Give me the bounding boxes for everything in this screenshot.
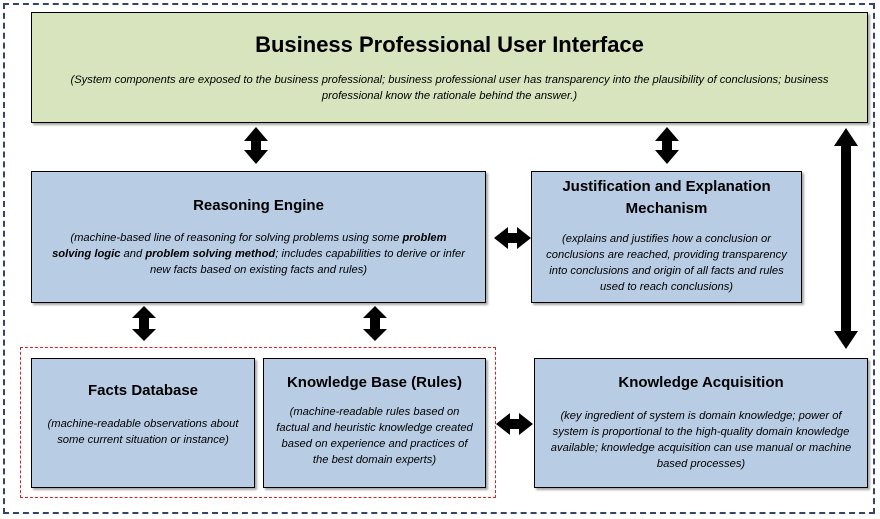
- knowledge-base-box: Knowledge Base (Rules) (machine-readable…: [263, 358, 486, 488]
- facts-database-box: Facts Database (machine-readable observa…: [31, 358, 255, 488]
- reasoning-desc-bold-2: problem solving method: [145, 248, 276, 260]
- knowledge-acquisition-title: Knowledge Acquisition: [618, 374, 784, 391]
- facts-database-title: Facts Database: [87, 382, 199, 399]
- knowledge-base-title: Knowledge Base (Rules): [286, 374, 463, 391]
- facts-database-description: (machine-readable observations about som…: [47, 418, 239, 446]
- arrow-reasoning-justification: [494, 227, 531, 249]
- knowledge-acquisition-box: Knowledge Acquisition (key ingredient of…: [534, 358, 868, 488]
- arrow-knowledge-base-acquisition: [496, 413, 533, 435]
- arrow-reasoning-knowledge-base: [363, 306, 387, 341]
- reasoning-desc-part-3: ; includes capabilities to derive or inf…: [149, 248, 465, 276]
- arrow-reasoning-facts: [132, 306, 156, 341]
- reasoning-desc-part-2: and: [120, 248, 146, 260]
- arrow-ui-justification: [655, 127, 679, 164]
- outer-frame: [3, 3, 875, 514]
- knowledge-acquisition-description: (key ingredient of system is domain know…: [550, 410, 852, 470]
- ui-description: (System components are exposed to the bu…: [70, 74, 829, 102]
- reasoning-engine-title: Reasoning Engine: [193, 197, 324, 214]
- arrow-ui-reasoning: [244, 127, 268, 164]
- facts-rules-group-outline: [20, 347, 496, 498]
- reasoning-desc-part-1: (machine-based line of reasoning for sol…: [70, 232, 403, 244]
- reasoning-engine-box: Reasoning Engine (machine-based line of …: [31, 171, 486, 303]
- reasoning-desc-bold-1: problem solving logic: [52, 232, 447, 260]
- arrow-ui-acquisition: [834, 128, 858, 349]
- knowledge-base-description: (machine-readable rules based on factual…: [276, 406, 473, 466]
- justification-box: Justification and Explanation Mechanism …: [531, 171, 802, 303]
- justification-title: Justification and Explanation Mechanism: [562, 178, 771, 217]
- reasoning-engine-description: (machine-based line of reasoning for sol…: [52, 230, 465, 278]
- ui-title: Business Professional User Interface: [255, 32, 644, 57]
- ui-box: Business Professional User Interface (Sy…: [31, 12, 868, 123]
- justification-description: (explains and justifies how a conclusion…: [546, 233, 787, 293]
